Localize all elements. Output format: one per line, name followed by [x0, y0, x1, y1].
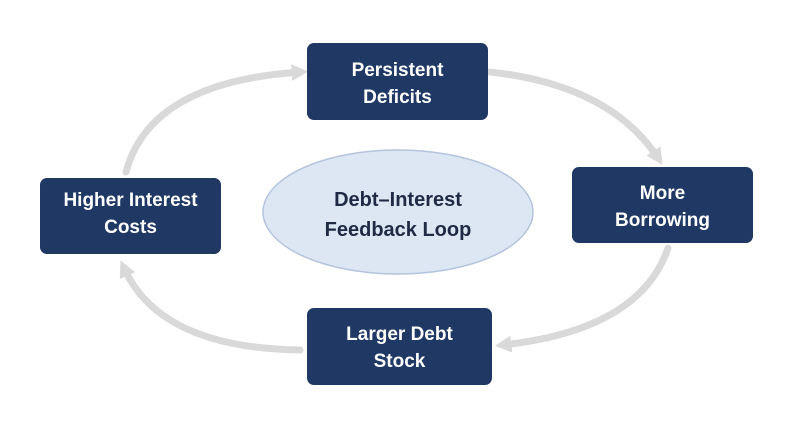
center-label-line2: Feedback Loop	[325, 219, 472, 241]
node-label-line2: Stock	[374, 351, 426, 372]
arrow-deficits-to-borrowing	[486, 68, 663, 166]
node-persistent-deficits: Persistent Deficits	[307, 43, 488, 120]
center-concept: Debt–Interest Feedback Loop	[262, 149, 534, 275]
center-label-line1: Debt–Interest	[334, 189, 462, 211]
node-label-line2: Costs	[104, 217, 157, 238]
node-larger-debt-stock: Larger Debt Stock	[307, 308, 492, 385]
node-more-borrowing: More Borrowing	[572, 167, 753, 243]
node-label-line1: Larger Debt	[346, 324, 453, 345]
node-higher-interest-costs: Higher Interest Costs	[40, 178, 221, 254]
center-ellipse	[262, 149, 534, 275]
node-label-line1: Persistent	[352, 60, 445, 81]
node-label-line2: Deficits	[363, 87, 432, 108]
arrow-borrowing-to-debt-stock	[494, 244, 672, 353]
arrow-interest-to-deficits	[122, 64, 309, 176]
node-label-line1: More	[640, 183, 685, 204]
node-label-line2: Borrowing	[615, 210, 710, 231]
arrow-debt-stock-to-interest	[119, 260, 304, 354]
node-label-line1: Higher Interest	[63, 190, 198, 211]
